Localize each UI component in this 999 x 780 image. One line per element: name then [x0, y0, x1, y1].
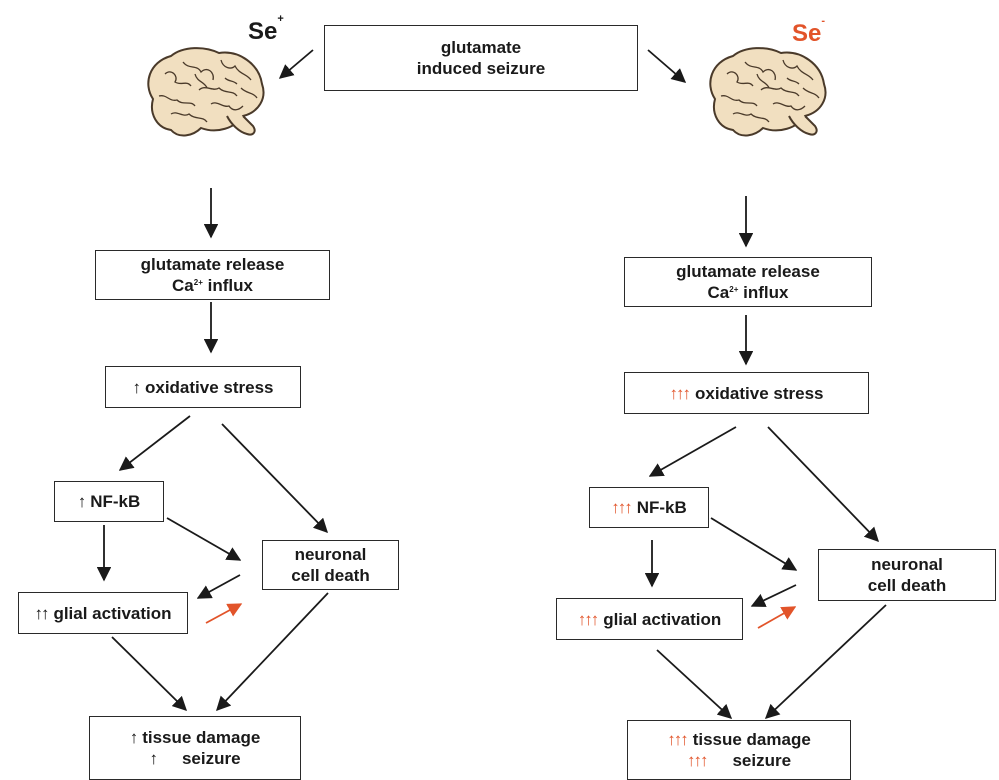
- right-oxidative-line: ↑↑↑ oxidative stress: [669, 383, 823, 404]
- left-oxidative-arrows: ↑: [132, 377, 140, 397]
- right-influx-text: influx: [738, 283, 789, 302]
- left-seizure-arrows: ↑: [149, 749, 157, 768]
- arrow-left-death-to-damage: [216, 592, 329, 712]
- right-damage-text: tissue damage: [692, 730, 811, 749]
- left-death-line2: cell death: [291, 566, 370, 585]
- arrow-right-glial-to-death-red: [757, 606, 797, 629]
- box-left-glial-activation: ↑↑ glial activation: [18, 592, 188, 634]
- left-ca-text: Ca: [172, 276, 194, 295]
- box-left-tissue-damage-seizure: ↑ tissue damage ↑ seizure: [89, 716, 301, 780]
- right-glial-arrows: ↑↑↑: [577, 609, 599, 629]
- box-left-nfkb: ↑ NF-kB: [54, 481, 164, 522]
- right-glial-line: ↑↑↑ glial activation: [578, 609, 722, 630]
- arrow-right-glial-to-damage: [656, 649, 733, 719]
- right-ca-text: Ca: [707, 283, 730, 302]
- left-seizure-line: ↑ seizure: [149, 748, 240, 769]
- arrow-top-to-left-brain: [278, 49, 314, 79]
- top-line1: glutamate: [440, 38, 522, 57]
- left-death-line1: neuronal: [294, 545, 367, 564]
- left-release-line1: glutamate release: [140, 255, 285, 274]
- left-damage-text: tissue damage: [142, 728, 261, 747]
- left-glial-arrows: ↑↑: [34, 603, 49, 623]
- left-nfkb-arrows: ↑: [77, 492, 86, 511]
- right-release-line1: glutamate release: [676, 262, 820, 281]
- box-right-nfkb: ↑↑↑ NF-kB: [589, 487, 709, 528]
- arrow-right-oxidative-to-nfkb: [648, 426, 737, 477]
- left-seizure-text: seizure: [181, 749, 241, 768]
- box-left-oxidative-stress: ↑ oxidative stress: [105, 366, 301, 408]
- box-glutamate-induced-seizure: glutamate induced seizure: [324, 25, 638, 91]
- label-se-minus-text: Se: [792, 20, 822, 47]
- right-seizure-line: ↑↑↑ seizure: [687, 750, 791, 771]
- label-se-plus-text: Se: [248, 18, 278, 45]
- label-se-minus: Se-: [792, 16, 825, 48]
- top-line2: induced seizure: [416, 59, 546, 78]
- left-damage-arrows: ↑: [129, 728, 138, 747]
- arrow-right-oxidative-to-death: [767, 426, 879, 543]
- label-se-plus-sup: +: [277, 13, 284, 25]
- left-oxidative-text: oxidative stress: [144, 377, 274, 397]
- right-damage-arrows: ↑↑↑: [667, 730, 688, 749]
- arrow-right-nfkb-to-death: [710, 517, 798, 571]
- arrow-left-nfkb-to-death: [166, 517, 242, 561]
- box-right-oxidative-stress: ↑↑↑ oxidative stress: [624, 372, 869, 414]
- box-right-tissue-damage-seizure: ↑↑↑ tissue damage ↑↑↑ seizure: [627, 720, 851, 780]
- arrow-left-oxidative-to-death: [221, 423, 329, 534]
- right-nfkb-arrows: ↑↑↑: [611, 498, 632, 517]
- right-nfkb-line: ↑↑↑ NF-kB: [611, 497, 687, 518]
- left-influx-text: influx: [202, 276, 253, 295]
- right-nfkb-text: NF-kB: [636, 498, 687, 517]
- right-damage-line: ↑↑↑ tissue damage: [667, 729, 811, 750]
- arrow-left-glial-to-death-red: [205, 603, 243, 624]
- arrow-right-death-to-glial: [750, 584, 797, 607]
- right-oxidative-text: oxidative stress: [694, 383, 824, 403]
- box-left-neuronal-cell-death: neuronal cell death: [262, 540, 399, 590]
- brain-left-image: [147, 47, 265, 137]
- left-oxidative-line: ↑ oxidative stress: [132, 377, 273, 398]
- box-right-neuronal-cell-death: neuronal cell death: [818, 549, 996, 601]
- arrow-left-death-to-glial: [196, 574, 241, 599]
- left-glial-text: glial activation: [53, 603, 172, 623]
- right-seizure-arrows: ↑↑↑: [686, 751, 708, 770]
- left-glial-line: ↑↑ glial activation: [34, 603, 171, 624]
- right-seizure-text: seizure: [732, 751, 792, 770]
- right-glial-text: glial activation: [603, 609, 722, 629]
- arrow-right-death-to-damage: [764, 604, 887, 719]
- left-nfkb-text: NF-kB: [90, 492, 141, 511]
- left-nfkb-line: ↑ NF-kB: [78, 491, 141, 512]
- right-death-line1: neuronal: [871, 555, 943, 574]
- label-se-plus: Se+: [248, 14, 284, 46]
- left-damage-line: ↑ tissue damage: [130, 727, 261, 748]
- arrow-left-oxidative-to-nfkb: [118, 415, 191, 471]
- label-se-minus-sup: -: [821, 15, 826, 27]
- box-right-glial-activation: ↑↑↑ glial activation: [556, 598, 743, 640]
- right-death-line2: cell death: [867, 576, 947, 595]
- arrow-top-to-right-brain: [647, 49, 687, 83]
- right-oxidative-arrows: ↑↑↑: [669, 383, 690, 403]
- brain-right-image: [709, 47, 827, 137]
- arrow-left-glial-to-damage: [111, 636, 188, 712]
